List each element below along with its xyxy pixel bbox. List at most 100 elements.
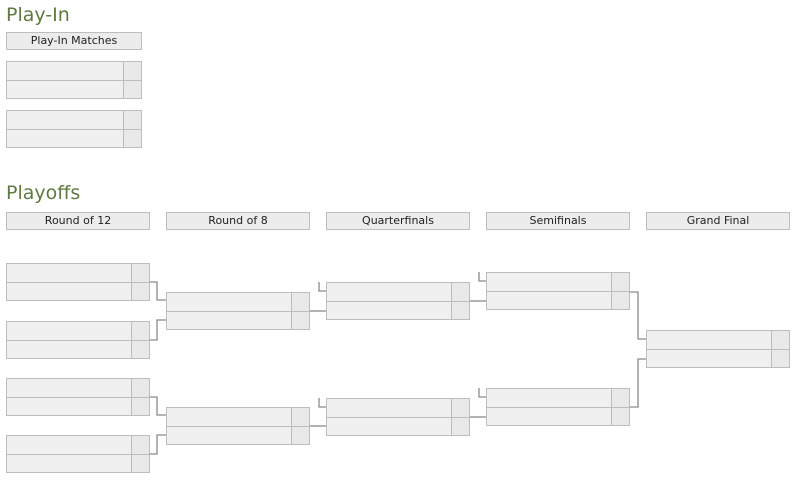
- team-score: [131, 436, 149, 454]
- team-score: [611, 292, 629, 309]
- team-name: [487, 389, 611, 407]
- team-name: [327, 283, 451, 301]
- team-score: [123, 130, 141, 147]
- team-score: [131, 341, 149, 358]
- match-slot[interactable]: [7, 436, 149, 454]
- team-score: [123, 81, 141, 98]
- connector-line: [150, 434, 166, 455]
- match-slot[interactable]: [7, 80, 141, 98]
- match-slot[interactable]: [167, 293, 309, 311]
- round-header-semifinals: Semifinals: [486, 212, 630, 230]
- connector-line: [318, 398, 326, 408]
- team-score: [131, 398, 149, 415]
- team-name: [167, 312, 291, 329]
- team-score: [131, 379, 149, 397]
- match-slot[interactable]: [7, 62, 141, 80]
- team-name: [7, 436, 131, 454]
- semifinals-match-1[interactable]: [486, 272, 630, 310]
- team-name: [7, 455, 131, 472]
- team-name: [167, 293, 291, 311]
- match-slot[interactable]: [7, 129, 141, 147]
- playin-match-2[interactable]: [6, 110, 142, 148]
- team-score: [771, 331, 789, 349]
- round-of-12-match-1[interactable]: [6, 263, 150, 301]
- match-slot[interactable]: [7, 322, 149, 340]
- team-score: [123, 62, 141, 80]
- match-slot[interactable]: [487, 291, 629, 309]
- match-slot[interactable]: [7, 397, 149, 415]
- connector-line: [478, 388, 486, 398]
- team-score: [131, 455, 149, 472]
- round-of-8-match-2[interactable]: [166, 407, 310, 445]
- match-slot[interactable]: [647, 331, 789, 349]
- round-header-round-of-12: Round of 12: [6, 212, 150, 230]
- team-name: [487, 292, 611, 309]
- team-score: [291, 312, 309, 329]
- match-slot[interactable]: [167, 426, 309, 444]
- team-name: [327, 399, 451, 417]
- match-slot[interactable]: [647, 349, 789, 367]
- match-slot[interactable]: [327, 301, 469, 319]
- match-slot[interactable]: [327, 283, 469, 301]
- team-score: [291, 293, 309, 311]
- playoffs-title: Playoffs: [6, 182, 81, 204]
- team-score: [451, 399, 469, 417]
- match-slot[interactable]: [7, 454, 149, 472]
- playin-header: Play-In Matches: [6, 32, 142, 50]
- connector-line: [150, 396, 166, 416]
- semifinals-match-2[interactable]: [486, 388, 630, 426]
- match-slot[interactable]: [7, 111, 141, 129]
- match-slot[interactable]: [327, 399, 469, 417]
- team-score: [291, 427, 309, 444]
- quarterfinals-match-2[interactable]: [326, 398, 470, 436]
- team-name: [487, 273, 611, 291]
- round-of-8-match-1[interactable]: [166, 292, 310, 330]
- match-slot[interactable]: [167, 408, 309, 426]
- connector-line: [150, 319, 166, 341]
- team-score: [611, 408, 629, 425]
- team-name: [327, 302, 451, 319]
- grand-final-match[interactable]: [646, 330, 790, 368]
- match-slot[interactable]: [7, 264, 149, 282]
- team-name: [327, 418, 451, 435]
- match-slot[interactable]: [7, 340, 149, 358]
- team-score: [123, 111, 141, 129]
- team-score: [131, 264, 149, 282]
- playin-title: Play-In: [6, 4, 70, 26]
- team-score: [611, 273, 629, 291]
- team-score: [131, 322, 149, 340]
- match-slot[interactable]: [7, 282, 149, 300]
- match-slot[interactable]: [167, 311, 309, 329]
- team-name: [487, 408, 611, 425]
- team-name: [7, 264, 131, 282]
- team-name: [167, 427, 291, 444]
- match-slot[interactable]: [487, 407, 629, 425]
- team-name: [647, 350, 771, 367]
- team-score: [451, 283, 469, 301]
- round-header-quarterfinals: Quarterfinals: [326, 212, 470, 230]
- connector-line: [150, 281, 166, 301]
- match-slot[interactable]: [487, 273, 629, 291]
- connector-line: [318, 282, 326, 292]
- round-header-grand-final: Grand Final: [646, 212, 790, 230]
- team-score: [611, 389, 629, 407]
- team-score: [451, 302, 469, 319]
- team-name: [7, 398, 131, 415]
- team-name: [647, 331, 771, 349]
- match-slot[interactable]: [7, 379, 149, 397]
- match-slot[interactable]: [327, 417, 469, 435]
- quarterfinals-match-1[interactable]: [326, 282, 470, 320]
- round-of-12-match-3[interactable]: [6, 378, 150, 416]
- match-slot[interactable]: [487, 389, 629, 407]
- team-score: [771, 350, 789, 367]
- team-score: [291, 408, 309, 426]
- playin-match-1[interactable]: [6, 61, 142, 99]
- connector-line: [478, 272, 486, 282]
- round-of-12-match-2[interactable]: [6, 321, 150, 359]
- round-of-12-match-4[interactable]: [6, 435, 150, 473]
- team-score: [131, 283, 149, 300]
- team-name: [7, 322, 131, 340]
- team-name: [7, 341, 131, 358]
- connector-line: [630, 358, 646, 408]
